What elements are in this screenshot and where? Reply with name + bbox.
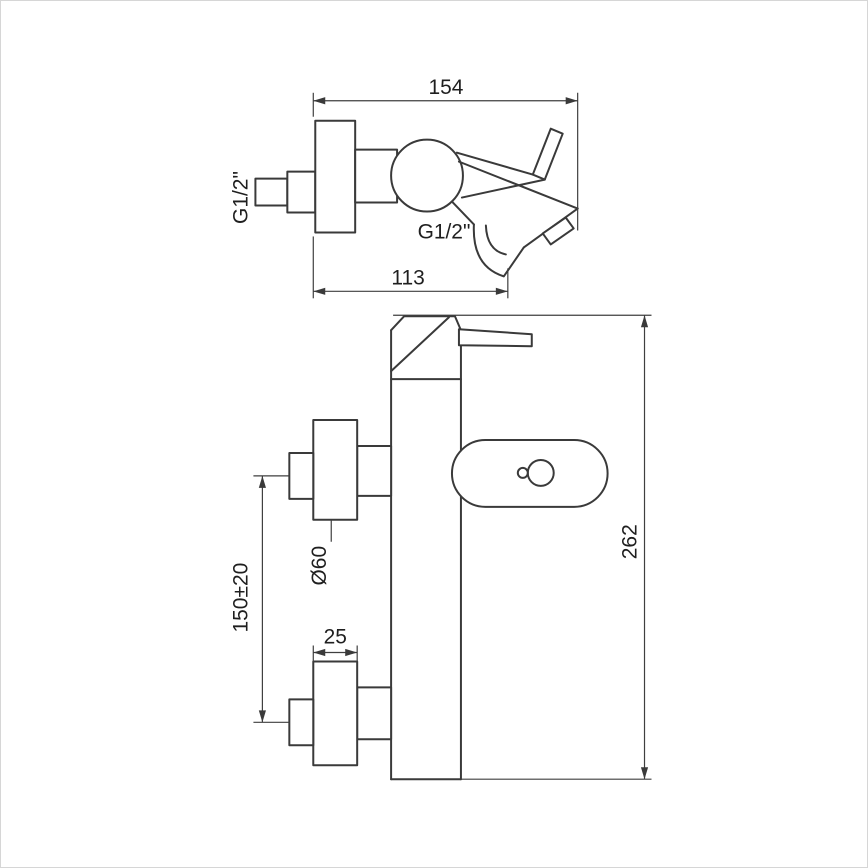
upper-wall-flange xyxy=(312,419,359,521)
mixer-ball xyxy=(390,138,464,213)
lever-handle-side xyxy=(531,127,564,181)
dim-flange-depth: 25 xyxy=(312,626,358,662)
dim-total-height: 262 xyxy=(393,314,652,780)
dim-label-total-depth: 154 xyxy=(429,76,464,99)
mixer-side-profile xyxy=(254,119,579,278)
head-cap xyxy=(390,315,462,332)
wall-flange-side xyxy=(314,119,357,234)
head-diagonal-line xyxy=(390,316,450,373)
outlet-elbow xyxy=(472,223,525,278)
dim-label-total-height: 262 xyxy=(619,524,642,559)
dim-label-flange-depth: 25 xyxy=(324,626,347,649)
cartridge-neck xyxy=(455,151,546,199)
lever-handle-front xyxy=(457,328,533,348)
diverter-knob xyxy=(526,458,555,487)
mixer-front-profile xyxy=(288,315,609,781)
lower-union-nut xyxy=(356,686,393,741)
lower-inlet-connector xyxy=(288,698,315,747)
spout-top-edge xyxy=(457,160,579,210)
spout-left-edge xyxy=(450,200,475,226)
inlet-thread-label: G1/2" xyxy=(229,171,252,224)
inlet-nut-side xyxy=(254,177,289,207)
dim-connection-spacing: 150±20 xyxy=(229,475,290,723)
dim-total-depth: 154 xyxy=(312,76,579,231)
dim-label-spout-reach: 113 xyxy=(391,266,424,289)
side-view: 154 G1/2" G1/2" 113 xyxy=(229,76,579,299)
upper-union-nut xyxy=(356,444,393,497)
diverter-pin xyxy=(516,466,529,479)
valve-body-side xyxy=(354,148,399,204)
lower-wall-flange xyxy=(312,660,359,767)
outlet-thread-label: G1/2" xyxy=(418,220,471,243)
aerator xyxy=(541,216,575,246)
dim-label-flange-diameter: Ø60 xyxy=(308,546,331,586)
outlet-inner-arc xyxy=(484,224,507,256)
dim-label-connection-spacing: 150±20 xyxy=(229,563,252,633)
dim-spout-reach: 113 xyxy=(312,236,509,299)
inlet-pipe-side xyxy=(286,170,317,214)
upper-inlet-connector xyxy=(288,451,315,500)
dim-flange-diameter: Ø60 xyxy=(308,519,332,586)
front-view: 262 150±20 Ø60 25 xyxy=(229,314,652,781)
